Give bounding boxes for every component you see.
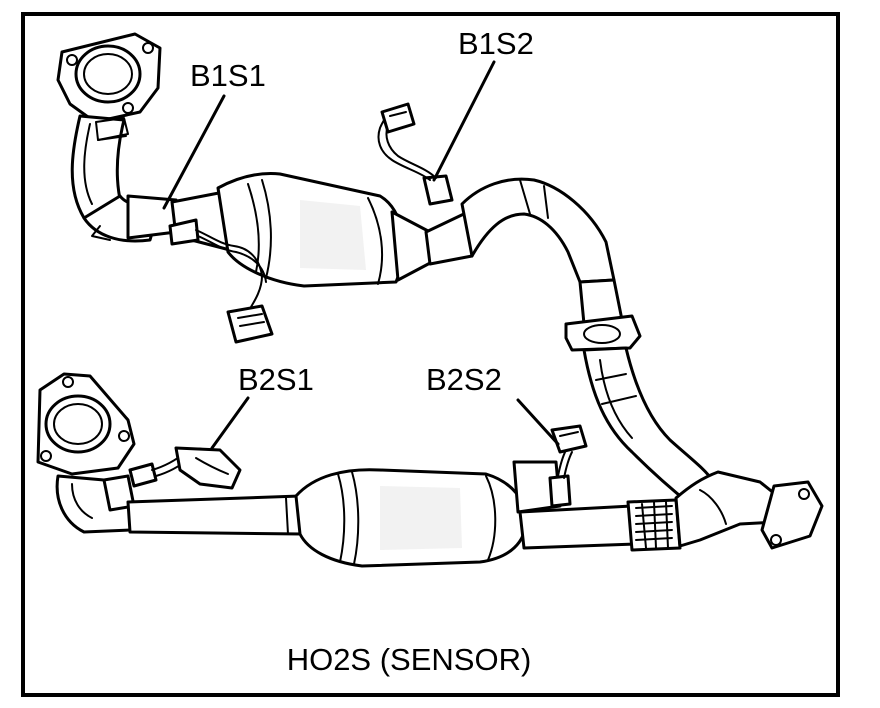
bank1-rear-pipe xyxy=(460,177,616,284)
b2s1-label: B2S1 xyxy=(238,362,314,397)
diagram-frame xyxy=(21,12,840,697)
b2s1-connector xyxy=(174,446,242,490)
pipe-joint-flange xyxy=(564,314,642,352)
diagram-caption: HO2S (SENSOR) xyxy=(287,642,532,677)
b1s1-leader-line xyxy=(162,94,226,210)
bank1-crossover-pipe xyxy=(582,346,714,506)
b2s1-leader-line xyxy=(210,396,250,450)
bank2-exhaust-pipe xyxy=(36,372,824,568)
b2s2-sensor xyxy=(548,424,588,508)
b2s1-sensor xyxy=(128,446,242,490)
b2s2-connector xyxy=(550,424,588,454)
b1s1-sensor xyxy=(168,218,274,344)
b2s2-label: B2S2 xyxy=(426,362,502,397)
bank1-exhaust-pipe xyxy=(56,32,714,506)
bank1-outlet-cone xyxy=(390,210,434,282)
b1s2-leader-line xyxy=(432,60,496,182)
b1s2-sensor xyxy=(377,102,454,206)
b1s2-label: B1S2 xyxy=(458,26,534,61)
b2s2-leader-line xyxy=(516,398,560,446)
b1s2-connector xyxy=(380,102,416,134)
b1s1-label: B1S1 xyxy=(190,58,266,93)
